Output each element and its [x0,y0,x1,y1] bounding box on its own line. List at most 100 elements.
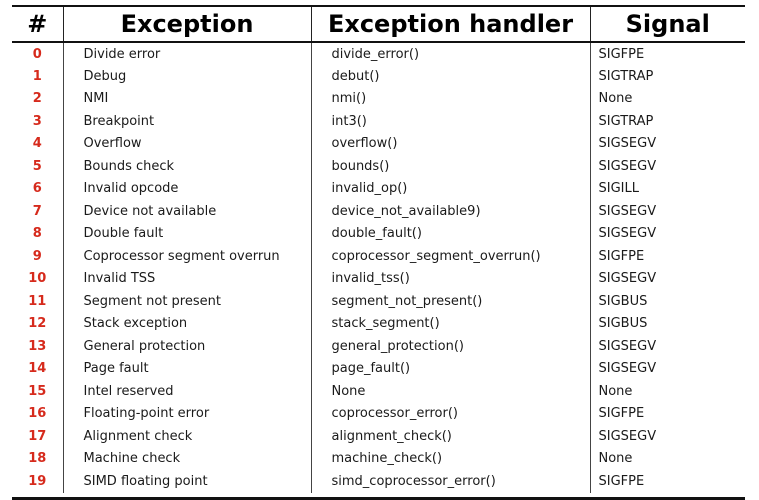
exception-name: Page fault [62,357,311,380]
row-number: 7 [32,203,42,219]
row-number: 15 [28,383,47,399]
bottom-rule [12,496,745,500]
exception-handler: double_fault() [310,222,590,245]
exception-name: Device not available [62,200,311,223]
signal-name: SIGBUS [589,290,745,313]
row-number: 19 [28,473,47,489]
exception-name: General protection [62,335,311,358]
signal-name: SIGFPE [589,42,745,65]
exception-name: NMI [62,87,311,110]
row-number: 3 [32,113,42,129]
signal-name: SIGILL [589,177,745,200]
header-signal: Signal [589,7,745,42]
header-row: # Exception Exception handler Signal [12,7,745,42]
signal-name: SIGFPE [589,402,745,425]
exception-handler: invalid_tss() [310,267,590,290]
exception-handler: bounds() [310,155,590,178]
row-number: 4 [32,136,42,152]
exception-handler: simd_coprocessor_error() [310,470,590,493]
exception-handler: divide_error() [310,42,590,65]
signal-name: SIGFPE [589,245,745,268]
signal-name: SIGBUS [589,312,745,335]
row-number: 5 [32,158,42,174]
signal-name: SIGSEGV [589,335,745,358]
exception-name: Invalid TSS [62,267,311,290]
row-number: 13 [28,338,47,354]
exception-handler: machine_check() [310,447,590,470]
signal-name: None [589,87,745,110]
signal-name: SIGSEGV [589,132,745,155]
exception-name: Double fault [62,222,311,245]
row-number: 18 [28,451,47,467]
exception-name: Alignment check [62,425,311,448]
exception-handler: coprocessor_error() [310,402,590,425]
exception-handler: page_fault() [310,357,590,380]
signal-name: SIGFPE [589,470,745,493]
exception-handler: alignment_check() [310,425,590,448]
signal-name: SIGSEGV [589,155,745,178]
row-number: 14 [28,361,47,377]
header-handler: Exception handler [310,7,590,42]
exception-handler: general_protection() [310,335,590,358]
exception-handler: None [310,380,590,403]
row-number: 6 [32,181,42,197]
exception-name: Floating-point error [62,402,311,425]
exception-handler: debut() [310,65,590,88]
exception-handler: segment_not_present() [310,290,590,313]
header-exception: Exception [62,7,311,42]
exception-name: Debug [62,65,311,88]
row-number: 10 [28,271,47,287]
signal-name: SIGTRAP [589,110,745,133]
signal-name: SIGSEGV [589,200,745,223]
exception-handler: nmi() [310,87,590,110]
table-header: # Exception Exception handler Signal [12,7,745,42]
row-number: 11 [28,293,47,309]
exception-name: Breakpoint [62,110,311,133]
exception-handler: int3() [310,110,590,133]
signal-name: SIGSEGV [589,425,745,448]
signal-name: SIGTRAP [589,65,745,88]
exception-handler: device_not_available9) [310,200,590,223]
row-number: 8 [32,226,42,242]
row-number: 2 [32,91,42,107]
signal-name: None [589,447,745,470]
exception-name: Bounds check [62,155,311,178]
signal-name: None [589,380,745,403]
row-number: 12 [28,316,47,332]
exception-handler: overflow() [310,132,590,155]
signal-name: SIGSEGV [589,222,745,245]
signal-name: SIGSEGV [589,357,745,380]
exception-handler: stack_segment() [310,312,590,335]
row-number: 9 [32,248,42,264]
row-number: 1 [32,68,42,84]
exception-name: Overflow [62,132,311,155]
exception-name: Stack exception [62,312,311,335]
exception-name: SIMD floating point [62,470,311,493]
exception-handler: invalid_op() [310,177,590,200]
exception-name: Intel reserved [62,380,311,403]
exception-name: Machine check [62,447,311,470]
exception-name: Coprocessor segment overrun [62,245,311,268]
exception-name: Segment not present [62,290,311,313]
row-number: 16 [28,406,47,422]
header-number: # [27,10,48,38]
row-number: 17 [28,428,47,444]
